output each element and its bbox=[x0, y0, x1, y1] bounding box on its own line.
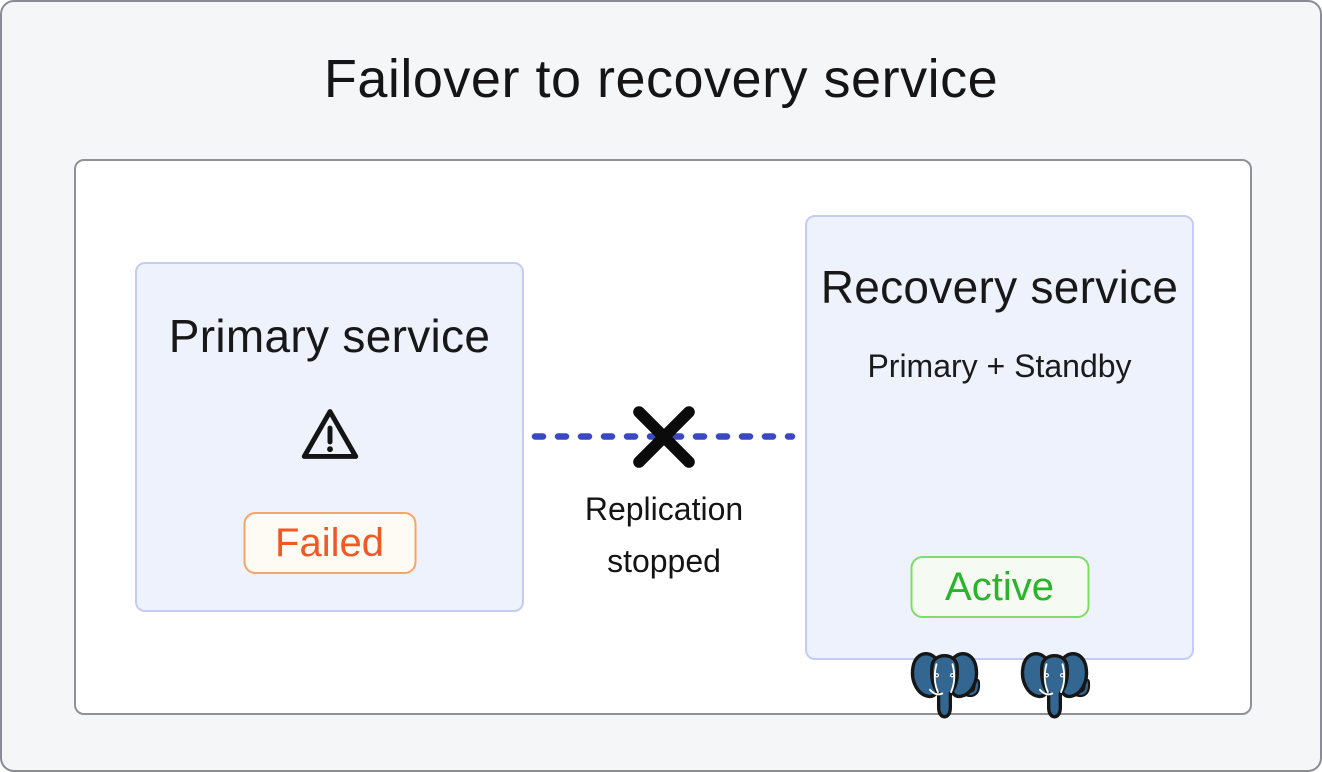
postgres-instances bbox=[807, 646, 1192, 719]
replication-dashed-line bbox=[531, 433, 796, 440]
recovery-service-box: Recovery service Primary + Standby Activ… bbox=[805, 215, 1194, 660]
warning-triangle-icon bbox=[297, 403, 363, 469]
replication-stopped-label: Replication stopped bbox=[524, 483, 804, 587]
primary-service-box: Primary service Failed bbox=[135, 262, 524, 612]
failed-status-badge: Failed bbox=[243, 512, 416, 574]
x-cross-icon bbox=[625, 398, 703, 476]
active-status-label: Active bbox=[945, 564, 1054, 609]
primary-service-title: Primary service bbox=[168, 310, 491, 362]
replication-stopped-line1: Replication bbox=[584, 491, 744, 527]
recovery-service-title: Recovery service bbox=[820, 261, 1179, 313]
postgresql-elephant-icon bbox=[907, 646, 982, 719]
failed-status-label: Failed bbox=[275, 520, 384, 565]
postgresql-elephant-icon bbox=[1017, 646, 1092, 719]
active-status-badge: Active bbox=[910, 556, 1089, 618]
recovery-service-subtitle: Primary + Standby bbox=[867, 348, 1132, 384]
page-title: Failover to recovery service bbox=[323, 49, 999, 109]
replication-stopped-line2: stopped bbox=[607, 543, 721, 579]
